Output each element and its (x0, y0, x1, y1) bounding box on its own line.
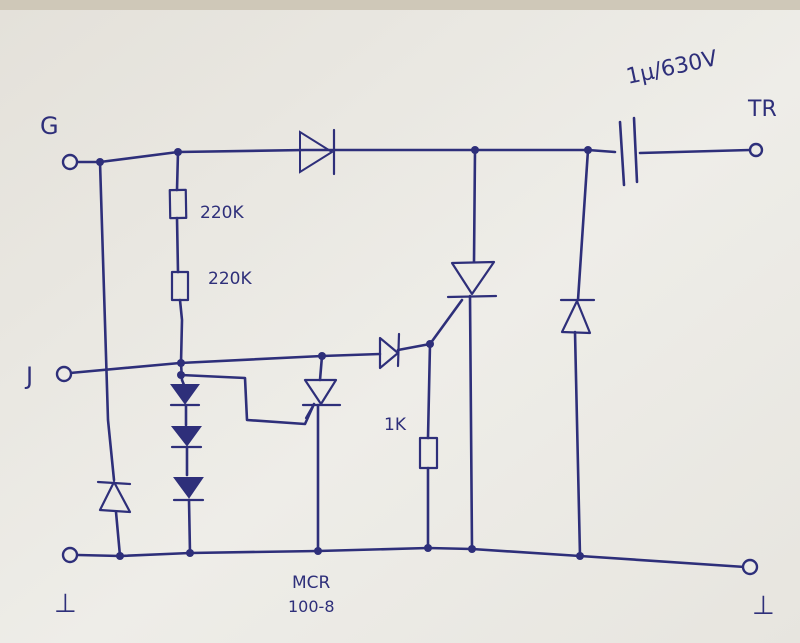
wire-diode-column-d (187, 498, 192, 555)
wire-diode-column (179, 361, 186, 387)
diode-top (299, 128, 336, 176)
wire-left-vertical-lower (114, 510, 122, 558)
resistor-220k-1 (168, 188, 188, 220)
terminal-j (55, 365, 73, 383)
resistor-220k-2 (170, 270, 190, 302)
wire-j (68, 352, 382, 375)
wire-j-after-diode (396, 342, 432, 352)
label-tr: TR (747, 97, 777, 122)
wire-1k-top (426, 342, 432, 440)
label-r3: 1K (384, 415, 407, 435)
wire-bottom-rail (76, 546, 747, 569)
wire-tr (638, 148, 752, 155)
wire-r2-node (178, 298, 184, 365)
junction-dots (96, 146, 592, 560)
wire-right-bottom (573, 330, 582, 558)
diode-series-1 (169, 384, 201, 407)
wire-mcr-top (318, 354, 324, 382)
wire-left-vertical (98, 160, 116, 482)
label-thyristor-part: MCR (292, 573, 331, 593)
thyristor-mcr (301, 378, 342, 420)
wire-thyristor-bottom (468, 294, 474, 551)
wire-thyristor-top (472, 148, 477, 264)
diode-right (559, 298, 596, 335)
label-thyristor-part-sub: 100-8 (288, 597, 335, 616)
diode-j-line (378, 332, 401, 370)
diode-series-3 (172, 477, 205, 502)
label-ground-left: ⊥ (54, 589, 77, 619)
wire-r1-r2 (175, 216, 180, 274)
label-ground-right: ⊥ (752, 591, 775, 621)
terminal-tr (748, 142, 764, 158)
wire-resistor-column (175, 150, 180, 192)
wire-gate-loop (179, 373, 316, 426)
label-r2: 220K (208, 269, 252, 289)
diode-left (96, 480, 132, 514)
terminal-ground-left (61, 546, 79, 564)
label-r1: 220K (200, 203, 244, 223)
resistor-1k (418, 436, 439, 470)
label-g: G (40, 112, 59, 140)
paper (0, 10, 800, 643)
diode-series-2 (170, 426, 203, 449)
capacitor (618, 116, 639, 187)
terminal-g (61, 153, 79, 171)
wire-right-top (576, 148, 590, 302)
label-j: J (24, 362, 33, 390)
thyristor-main (446, 260, 498, 299)
terminal-ground-right (741, 558, 759, 576)
wire-gate-diagonal (428, 298, 464, 346)
